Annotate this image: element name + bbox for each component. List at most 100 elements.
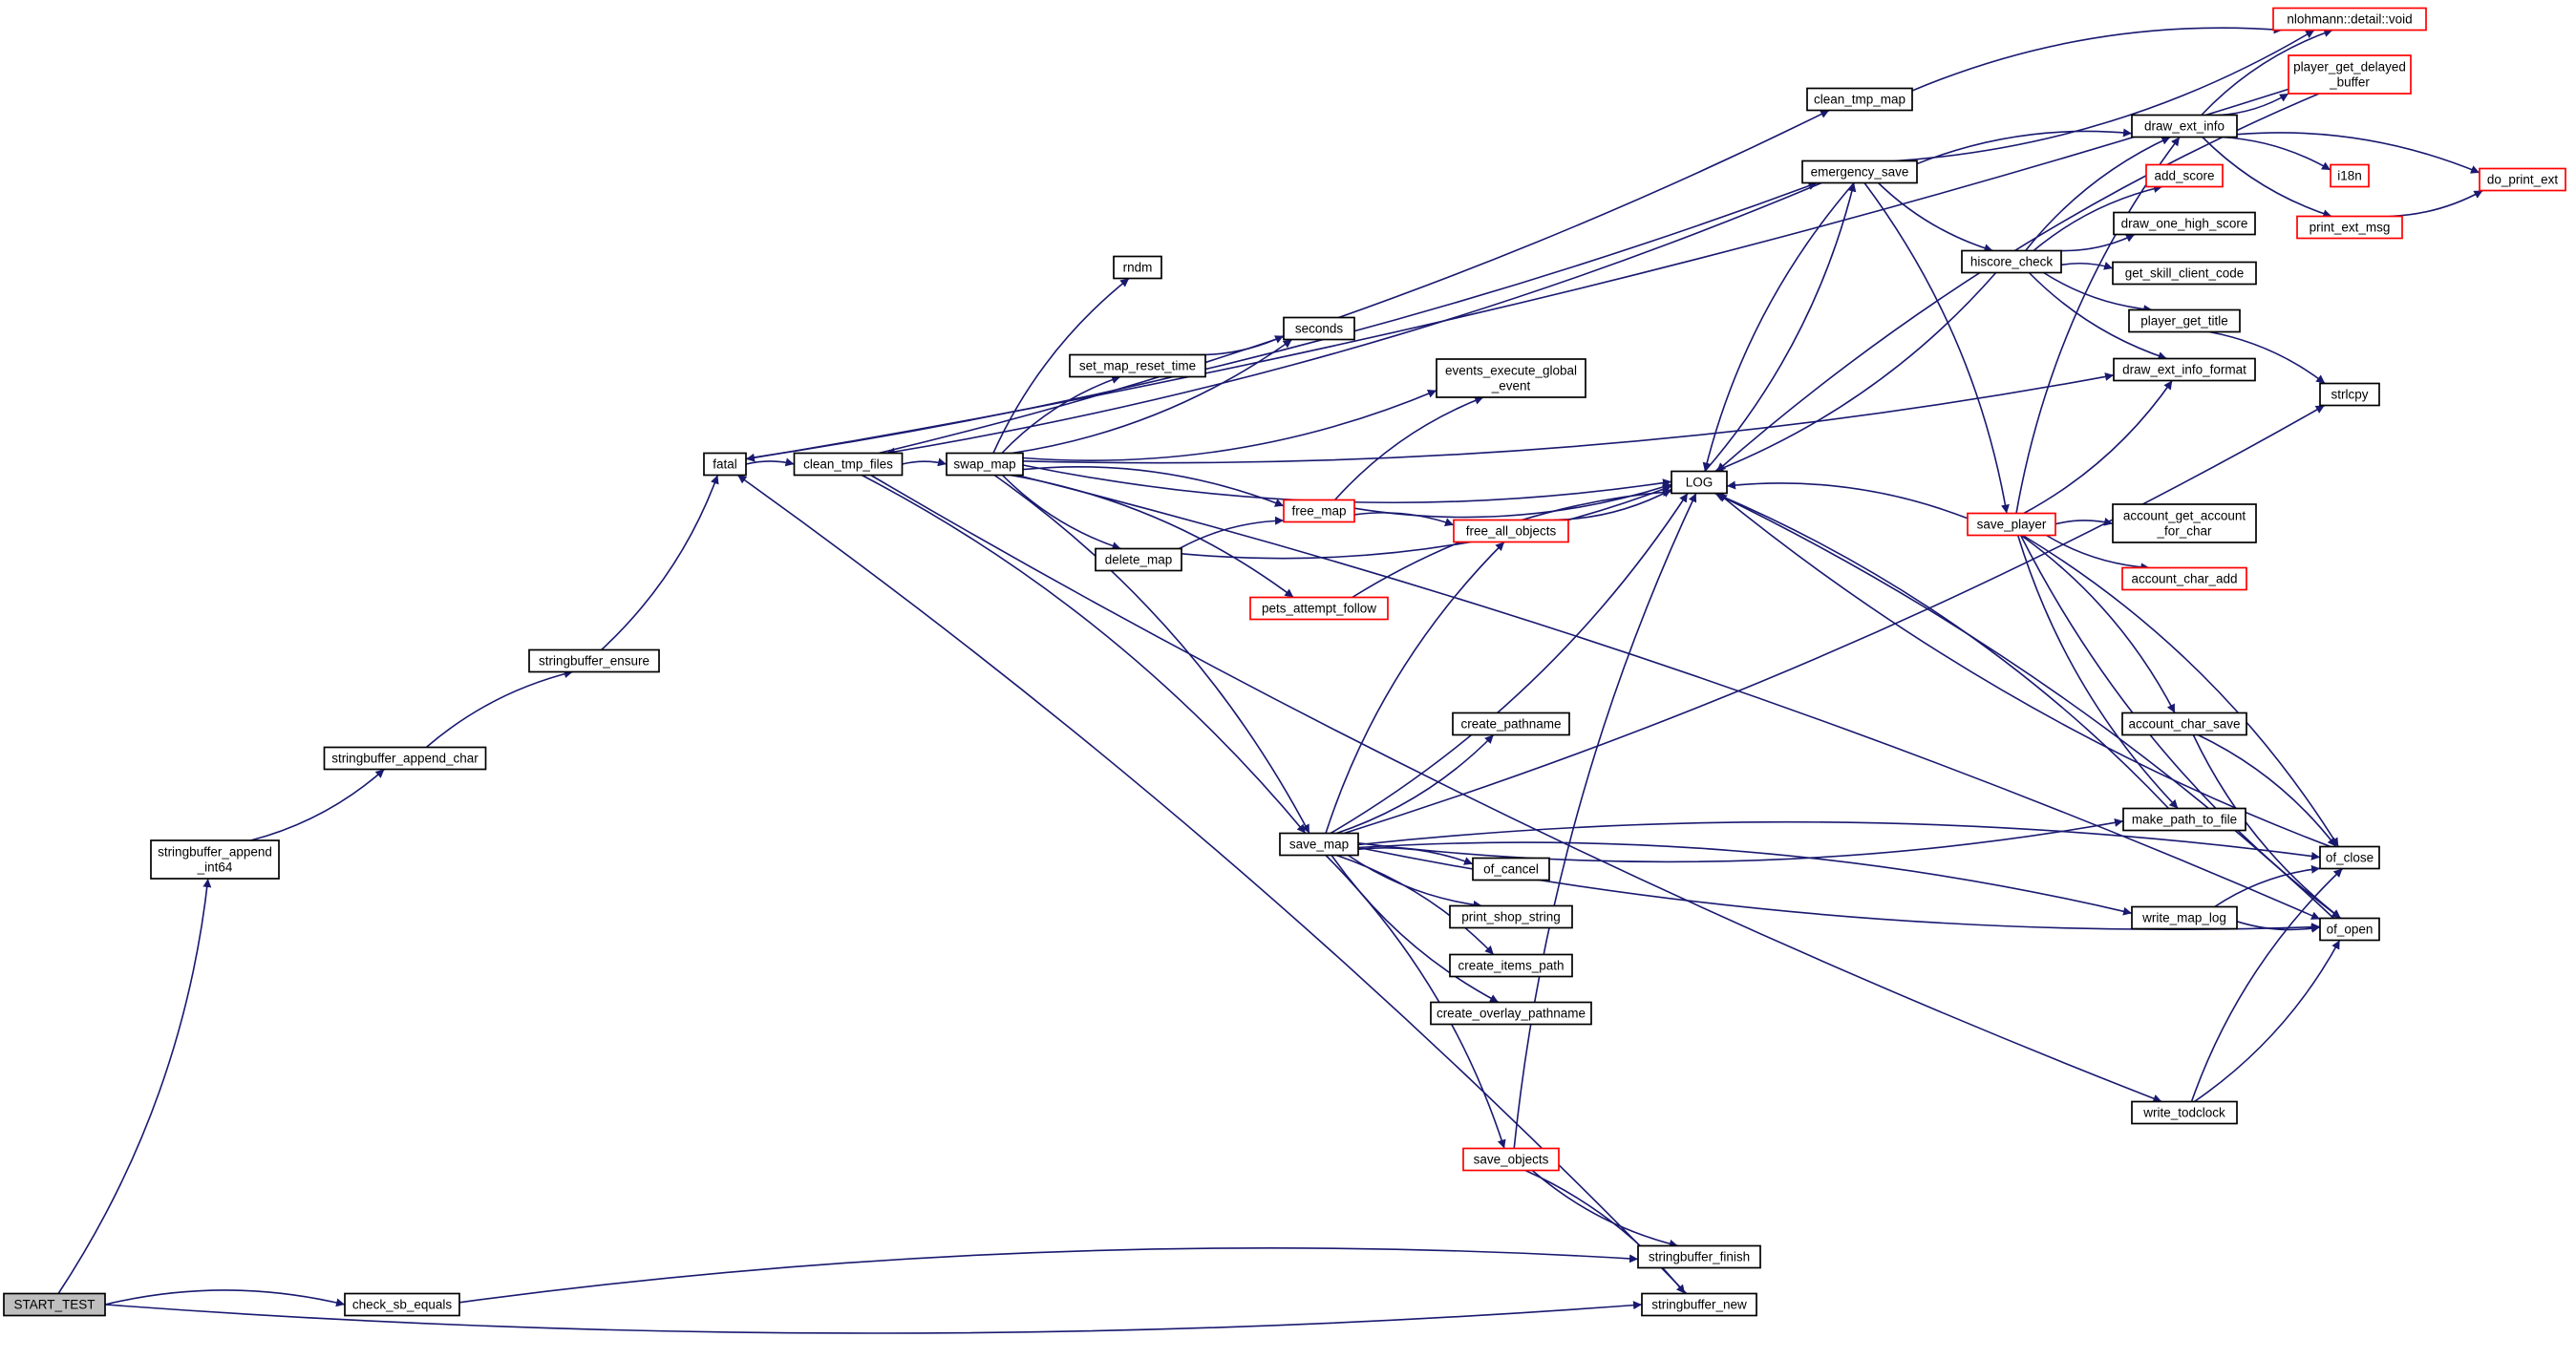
node-box bbox=[1113, 255, 1162, 280]
edge-save_map-to-create_items_path bbox=[1335, 854, 1495, 956]
node-emergency_save[interactable]: emergency_save bbox=[1801, 159, 1918, 184]
node-create_items_path[interactable]: create_items_path bbox=[1449, 953, 1573, 978]
node-label: free_map bbox=[1291, 504, 1346, 519]
node-save_map[interactable]: save_map bbox=[1279, 832, 1359, 857]
node-pets_attempt_follow[interactable]: pets_attempt_follow bbox=[1249, 596, 1389, 621]
node-check_sb_equals[interactable]: check_sb_equals bbox=[344, 1292, 460, 1317]
node-box bbox=[1967, 512, 2056, 537]
node-stringbuffer_ensure[interactable]: stringbuffer_ensure bbox=[528, 648, 660, 673]
edge-emergency_save-to-save_player bbox=[1863, 182, 2010, 514]
node-box bbox=[1095, 547, 1182, 572]
node-free_all_objects[interactable]: free_all_objects bbox=[1453, 519, 1569, 543]
node-write_todclock[interactable]: write_todclock bbox=[2131, 1100, 2238, 1125]
edge-swap_map-to-draw_ext_info_format bbox=[1022, 372, 2115, 464]
node-box bbox=[2288, 54, 2412, 95]
node-box bbox=[1283, 499, 1355, 523]
edge-write_todclock-to-of_open bbox=[2193, 940, 2341, 1103]
edge-emergency_save-to-draw_ext_info bbox=[1916, 128, 2133, 165]
node-clean_tmp_map[interactable]: clean_tmp_map bbox=[1806, 87, 1913, 112]
node-box bbox=[1430, 1001, 1592, 1026]
node-box bbox=[1637, 1244, 1761, 1269]
node-print_ext_msg[interactable]: print_ext_msg bbox=[2296, 215, 2403, 240]
node-label: free_all_objects bbox=[1466, 524, 1557, 539]
node-clean_tmp_files[interactable]: clean_tmp_files bbox=[793, 452, 904, 477]
edge-save_objects-to-stringbuffer_finish bbox=[1531, 1169, 1678, 1248]
node-box bbox=[2319, 845, 2380, 870]
node-strlcpy[interactable]: strlcpy bbox=[2319, 382, 2380, 407]
node-label: draw_ext_info_format bbox=[2122, 363, 2246, 377]
edge-hiscore_check-to-get_skill_client_code bbox=[2060, 262, 2114, 270]
node-stringbuffer_finish[interactable]: stringbuffer_finish bbox=[1637, 1244, 1761, 1269]
edge-hiscore_check-to-draw_ext_info bbox=[2025, 136, 2171, 251]
node-free_map[interactable]: free_map bbox=[1283, 499, 1355, 523]
node-box bbox=[2145, 163, 2224, 188]
node-events_execute_global_event[interactable]: events_execute_global_event bbox=[1436, 358, 1586, 398]
node-label: _event bbox=[1491, 379, 1531, 393]
node-label: write_todclock bbox=[2142, 1106, 2225, 1120]
node-box bbox=[1806, 87, 1913, 112]
node-save_player[interactable]: save_player bbox=[1967, 512, 2056, 537]
node-label: print_ext_msg bbox=[2310, 221, 2391, 235]
node-stringbuffer_new[interactable]: stringbuffer_new bbox=[1641, 1292, 1757, 1317]
node-label: do_print_ext bbox=[2487, 173, 2559, 187]
edge-save_map-to-write_map_log bbox=[1357, 841, 2133, 916]
node-box bbox=[1449, 953, 1573, 978]
node-print_shop_string[interactable]: print_shop_string bbox=[1449, 904, 1573, 929]
node-stringbuffer_append_int64[interactable]: stringbuffer_append_int64 bbox=[150, 839, 280, 880]
edge-save_player-to-of_close bbox=[2022, 534, 2339, 847]
node-get_skill_client_code[interactable]: get_skill_client_code bbox=[2112, 261, 2257, 286]
node-create_pathname[interactable]: create_pathname bbox=[1452, 711, 1570, 736]
node-START_TEST[interactable]: START_TEST bbox=[3, 1292, 106, 1317]
node-make_path_to_file[interactable]: make_path_to_file bbox=[2122, 807, 2246, 832]
node-set_map_reset_time[interactable]: set_map_reset_time bbox=[1069, 353, 1206, 378]
node-of_close[interactable]: of_close bbox=[2319, 845, 2380, 870]
node-box bbox=[2272, 7, 2427, 32]
node-write_map_log[interactable]: write_map_log bbox=[2131, 905, 2238, 930]
node-label: emergency_save bbox=[1811, 165, 1909, 180]
node-account_char_add[interactable]: account_char_add bbox=[2121, 566, 2247, 591]
node-box bbox=[2319, 382, 2380, 407]
node-label: _buffer bbox=[2329, 75, 2370, 90]
edge-write_map_log-to-of_open bbox=[2236, 921, 2321, 933]
node-draw_ext_info[interactable]: draw_ext_info bbox=[2131, 114, 2238, 138]
edge-swap_map-to-of_open bbox=[1016, 474, 2321, 921]
node-save_objects[interactable]: save_objects bbox=[1462, 1147, 1560, 1172]
node-seconds[interactable]: seconds bbox=[1283, 316, 1355, 341]
node-create_overlay_pathname[interactable]: create_overlay_pathname bbox=[1430, 1001, 1592, 1026]
node-player_get_delayed_buffer[interactable]: player_get_delayed_buffer bbox=[2288, 54, 2412, 95]
node-label: save_map bbox=[1289, 838, 1349, 852]
edge-draw_ext_info-to-nlohmann_void bbox=[2201, 29, 2333, 117]
node-stringbuffer_append_char[interactable]: stringbuffer_append_char bbox=[323, 746, 487, 771]
node-box bbox=[1452, 711, 1570, 736]
node-i18n[interactable]: i18n bbox=[2330, 163, 2370, 188]
node-draw_ext_info_format[interactable]: draw_ext_info_format bbox=[2113, 357, 2256, 382]
node-account_char_save[interactable]: account_char_save bbox=[2121, 711, 2247, 736]
node-LOG[interactable]: LOG bbox=[1671, 470, 1728, 495]
node-nlohmann_void[interactable]: nlohmann::detail::void bbox=[2272, 7, 2427, 32]
node-label: clean_tmp_files bbox=[803, 457, 893, 472]
node-do_print_ext[interactable]: do_print_ext bbox=[2479, 167, 2566, 192]
node-delete_map[interactable]: delete_map bbox=[1095, 547, 1182, 572]
node-add_score[interactable]: add_score bbox=[2145, 163, 2224, 188]
node-swap_map[interactable]: swap_map bbox=[946, 452, 1024, 477]
node-label: player_get_delayed bbox=[2293, 60, 2406, 74]
node-box bbox=[2112, 503, 2257, 543]
node-hiscore_check[interactable]: hiscore_check bbox=[1961, 249, 2062, 274]
node-box bbox=[2296, 215, 2403, 240]
edge-clean_tmp_files-to-save_map bbox=[861, 474, 1307, 835]
node-box bbox=[1436, 358, 1586, 398]
edge-save_map-to-strlcpy bbox=[1344, 404, 2326, 835]
node-of_cancel[interactable]: of_cancel bbox=[1472, 857, 1550, 881]
node-label: account_char_save bbox=[2128, 717, 2240, 732]
edge-stringbuffer_append_int64-to-stringbuffer_append_char bbox=[250, 768, 385, 841]
node-label: stringbuffer_append_char bbox=[331, 752, 479, 766]
node-account_get_account_for_char[interactable]: account_get_account_for_char bbox=[2112, 503, 2257, 543]
edge-hiscore_check-to-player_get_title bbox=[2043, 271, 2153, 314]
node-fatal[interactable]: fatal bbox=[703, 452, 747, 477]
node-of_open[interactable]: of_open bbox=[2319, 917, 2380, 942]
node-draw_one_high_score[interactable]: draw_one_high_score bbox=[2113, 211, 2256, 236]
node-rndm[interactable]: rndm bbox=[1113, 255, 1162, 280]
node-player_get_title[interactable]: player_get_title bbox=[2128, 308, 2241, 333]
node-label: account_get_account bbox=[2123, 509, 2246, 523]
node-box bbox=[1641, 1292, 1757, 1317]
